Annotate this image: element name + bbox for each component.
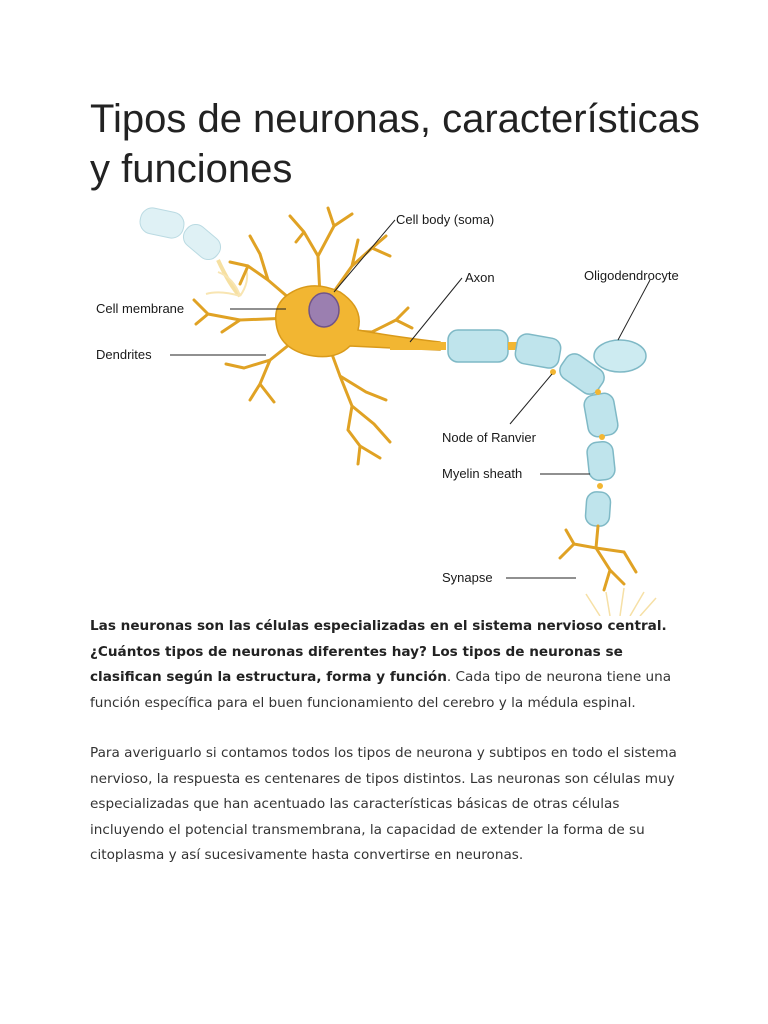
neuron-illustration: Cell body (soma) Axon Oligodendrocyte Ce… [96, 206, 679, 616]
label-synapse: Synapse [442, 570, 493, 585]
synapse-glow [585, 587, 657, 616]
label-cell-body: Cell body (soma) [396, 212, 494, 227]
paragraph-second: Para averiguarlo si contamos todos los t… [90, 745, 677, 863]
nodes-of-ranvier [550, 369, 605, 489]
label-dendrites: Dendrites [96, 347, 152, 362]
label-oligodendrocyte: Oligodendrocyte [584, 268, 679, 283]
cell-body [274, 285, 441, 358]
leader-lines [170, 219, 651, 579]
label-cell-membrane: Cell membrane [96, 301, 184, 316]
page-title: Tipos de neuronas, características y fun… [90, 97, 700, 191]
label-axon: Axon [465, 270, 495, 285]
article-body: Las neuronas son las células especializa… [90, 614, 690, 894]
neuron-diagram: Cell body (soma) Axon Oligodendrocyte Ce… [90, 196, 710, 616]
label-myelin-sheath: Myelin sheath [442, 466, 522, 481]
nucleus [308, 292, 340, 328]
intro-regular-text: . Cada tipo de neurona tiene una función… [90, 669, 672, 711]
upstream-axon [139, 207, 249, 298]
myelin-sheaths [447, 329, 647, 527]
axon-hillock [390, 342, 446, 350]
paragraph-intro: Las neuronas son las células especializa… [90, 614, 690, 716]
oligodendrocyte-cell [593, 339, 647, 373]
axon-terminal [558, 524, 638, 592]
label-node-of-ranvier: Node of Ranvier [442, 430, 537, 445]
intro-bold-text: Las neuronas son las células especializa… [90, 618, 667, 685]
